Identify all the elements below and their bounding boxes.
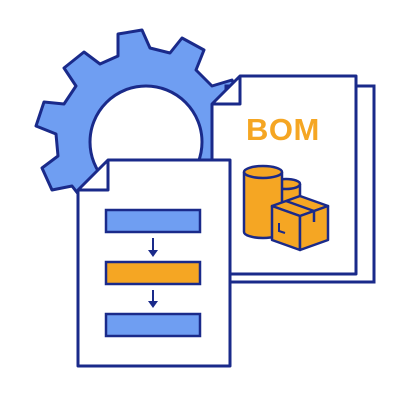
bom-document: BOM [210,74,358,276]
box-icon [270,194,330,252]
process-step-1 [104,208,202,234]
arrow-down-icon [148,238,158,257]
process-flow-document [76,158,232,368]
process-step-3 [104,312,202,338]
process-step-2 [104,260,202,286]
arrow-down-icon [148,290,158,308]
bom-heading: BOM [246,112,320,147]
